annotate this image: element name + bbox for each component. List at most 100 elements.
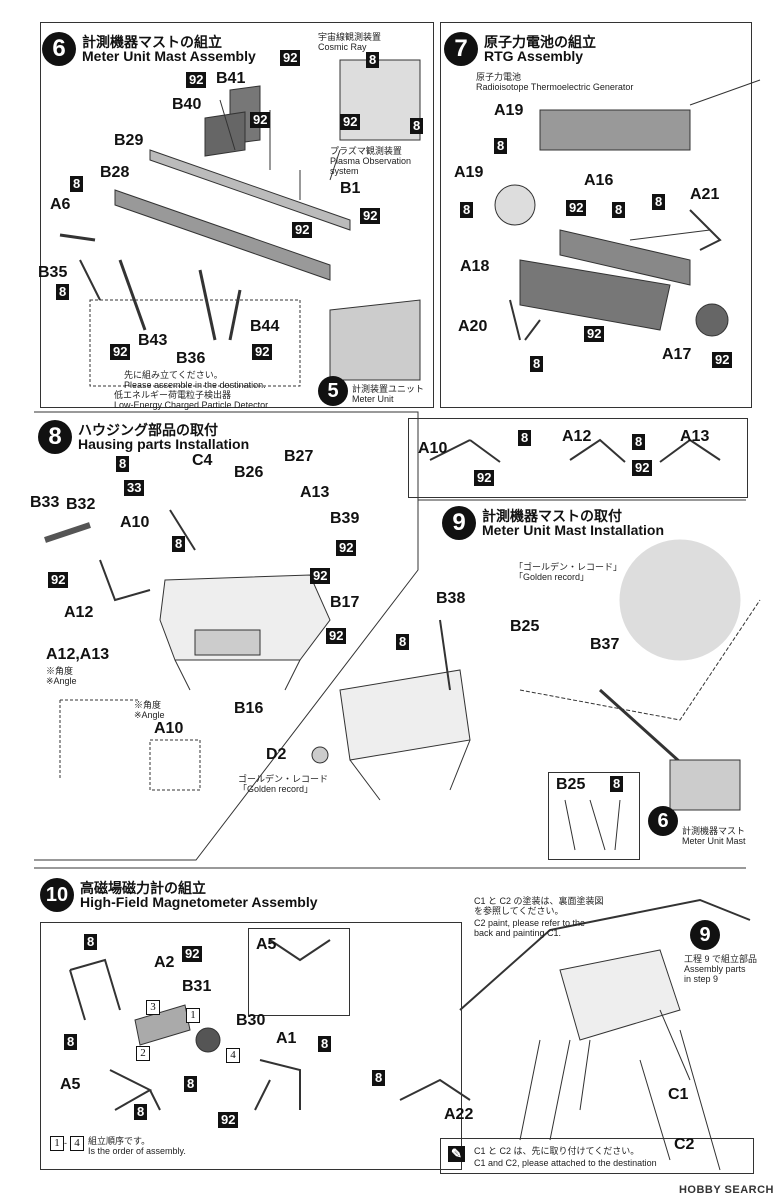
color-92: 92 (110, 344, 131, 360)
attach-note-jp: C1 と C2 は、先に取り付けてください。 (474, 1146, 640, 1156)
step8-title: 8 ハウジング部品の取付 Hausing parts Installation (38, 420, 338, 454)
step10-frame (40, 922, 462, 1170)
color-8: 8 (610, 776, 624, 792)
dest-en: Please assemble in the destination. (124, 380, 266, 390)
mast-jp: 計測機器マスト (682, 826, 746, 836)
part-b31: B31 (182, 978, 212, 995)
step9-title: 9 計測機器マストの取付 Meter Unit Mast Installatio… (442, 506, 742, 540)
part-b37: B37 (590, 636, 620, 653)
part-a12: A12 (64, 604, 94, 621)
order-note-jp: 組立順序です。 (88, 1136, 151, 1146)
golden-record-en: 「Golden record」 (514, 572, 590, 582)
step9-ref-jp: 工程 9 で組立部品 (684, 954, 758, 964)
paint-note-3: C2 paint, please refer to the (474, 918, 586, 928)
color-92: 92 (48, 572, 69, 588)
part-b35: B35 (38, 264, 68, 281)
color-8: 8 (172, 536, 186, 552)
angle-en: ※Angle (134, 710, 165, 720)
color-8: 8 (632, 434, 646, 450)
dest-jp: 先に組み立てください。 (124, 370, 223, 380)
color-92: 92 (292, 222, 313, 238)
part-a17: A17 (662, 346, 692, 363)
color-8: 8 (84, 934, 98, 950)
step7-title-en: RTG Assembly (484, 48, 584, 64)
order-mark-3: 3 (146, 1000, 160, 1015)
part-b40: B40 (172, 96, 202, 113)
part-a16: A16 (584, 172, 614, 189)
step8-title-jp: ハウジング部品の取付 (78, 422, 218, 438)
step6-title-en: Meter Unit Mast Assembly (82, 48, 256, 64)
part-a12-a13: A12,A13 (46, 646, 110, 663)
part-c4: C4 (192, 452, 213, 469)
color-8: 8 (518, 430, 532, 446)
step9-ref-number: 9 (690, 920, 720, 950)
plasma-jp: プラズマ観測装置 (330, 146, 402, 156)
meter-unit-en: Meter Unit (352, 394, 394, 404)
part-b25: B25 (510, 618, 540, 635)
rtg-en: Radioisotope Thermoelectric Generator (476, 82, 634, 92)
color-8: 8 (70, 176, 84, 192)
paint-note-4: back and painting C1. (474, 928, 562, 938)
brush-icon: ✎ (448, 1146, 465, 1162)
attach-note-en: C1 and C2, please attached to the destin… (474, 1158, 657, 1168)
step6-title: 6 計測機器マストの組立 Meter Unit Mast Assembly (42, 32, 342, 66)
color-33: 33 (124, 480, 145, 496)
lecp-en: Low-Energy Charged Particle Detector (114, 400, 269, 410)
step9-title-jp: 計測機器マストの取付 (482, 508, 622, 524)
order-range-start: 1 (50, 1136, 64, 1151)
order-range-dash: - (64, 1138, 67, 1148)
color-8: 8 (396, 634, 410, 650)
part-a13: A13 (300, 484, 330, 501)
part-b28: B28 (100, 164, 130, 181)
step5-ref-number: 5 (318, 376, 348, 406)
lecp-jp: 低エネルギー荷電粒子検出器 (114, 390, 232, 400)
step7-title-jp: 原子力電池の組立 (484, 34, 596, 50)
step10-title-en: High-Field Magnetometer Assembly (80, 894, 318, 910)
part-a10: A10 (154, 720, 184, 737)
color-92: 92 (280, 50, 301, 66)
rtg-jp: 原子力電池 (476, 72, 522, 82)
step6-ref-number: 6 (648, 806, 678, 836)
part-a5: A5 (60, 1076, 81, 1093)
part-b32: B32 (66, 496, 96, 513)
order-mark-2: 2 (136, 1046, 150, 1061)
part-a18: A18 (460, 258, 490, 275)
step7-number: 7 (444, 32, 478, 66)
part-b44: B44 (250, 318, 280, 335)
part-b39: B39 (330, 510, 360, 527)
step10-title: 10 高磁場磁力計の組立 High-Field Magnetometer Ass… (40, 878, 380, 912)
part-a10: A10 (418, 440, 448, 457)
part-d2: D2 (266, 746, 287, 763)
part-b41: B41 (216, 70, 246, 87)
step9-b25-frame (548, 772, 640, 860)
color-92: 92 (250, 112, 271, 128)
color-8: 8 (56, 284, 70, 300)
part-a20: A20 (458, 318, 488, 335)
color-8: 8 (372, 1070, 386, 1086)
part-a21: A21 (690, 186, 720, 203)
color-8: 8 (530, 356, 544, 372)
step9-number: 9 (442, 506, 476, 540)
angle-jp: ※角度 (46, 666, 74, 676)
color-92: 92 (186, 72, 207, 88)
part-b29: B29 (114, 132, 144, 149)
part-b17: B17 (330, 594, 360, 611)
part-a19: A19 (454, 164, 484, 181)
color-92: 92 (360, 208, 381, 224)
part-b43: B43 (138, 332, 168, 349)
color-8: 8 (134, 1104, 148, 1120)
part-a22: A22 (444, 1106, 474, 1123)
step10-title-jp: 高磁場磁力計の組立 (80, 880, 206, 896)
part-b27: B27 (284, 448, 314, 465)
part-a5: A5 (256, 936, 277, 953)
plasma-en-2: system (330, 166, 359, 176)
color-8: 8 (184, 1076, 198, 1092)
step6-title-jp: 計測機器マストの組立 (82, 34, 222, 50)
golden-record-jp-2: ゴールデン・レコード (238, 774, 329, 784)
paint-note-2: を参照してください。 (474, 906, 564, 916)
color-92: 92 (632, 460, 653, 476)
meter-unit-jp: 計測装置ユニット (352, 384, 425, 394)
color-8: 8 (410, 118, 424, 134)
color-8: 8 (460, 202, 474, 218)
